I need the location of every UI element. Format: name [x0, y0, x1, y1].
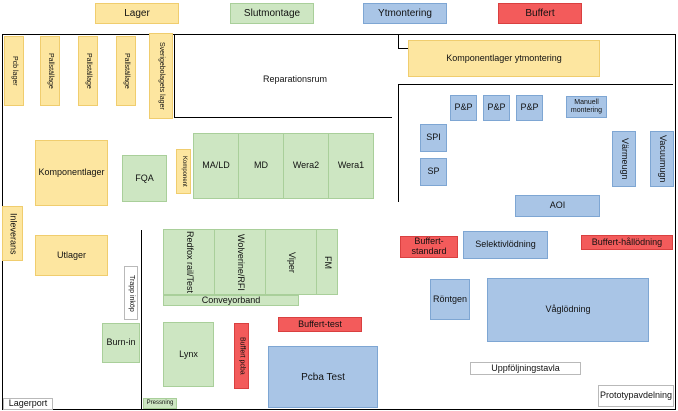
buffert-pcba: Buffert pcba [234, 323, 249, 389]
wall-test-left [141, 230, 142, 410]
komponentlager-ytmontering: Komponentlager ytmontering [408, 40, 600, 77]
pcb-lager: Pcb lager [4, 36, 24, 106]
wolverine-rfi: Wolverine/RFI [214, 229, 266, 295]
pressning: Pressning [143, 398, 177, 409]
wall-repair-bottom [174, 117, 392, 118]
wall-storage-right [174, 34, 175, 118]
ma-ld: MA/LD [193, 133, 239, 199]
utlager: Utlager [35, 235, 108, 276]
komponentlager: Komponentlager [35, 140, 108, 206]
md: MD [238, 133, 284, 199]
legend-ytmontering: Ytmontering [363, 3, 447, 24]
wall-smt-left [398, 84, 399, 202]
inleverans: Inleverans [2, 206, 23, 261]
wall-bottom [2, 409, 676, 410]
viper: Viper [265, 229, 317, 295]
selektivlodning: Selektivlödning [463, 231, 548, 259]
vacuumugn: Vacuumugn [650, 131, 674, 187]
trapp-inkop: Trapp inköp [124, 266, 138, 320]
varmeugn: Värmeugn [612, 131, 636, 187]
wall-repair-door-stub [398, 48, 410, 49]
wall-repair-door-top [398, 34, 399, 48]
spi: SPI [420, 124, 447, 152]
wera2: Wera2 [283, 133, 329, 199]
prototypavdelning: Prototypavdelning [598, 385, 674, 407]
pallstallage-3: Pallställage [116, 36, 136, 106]
lagerport: Lagerport [3, 398, 53, 410]
fm: FM [316, 229, 338, 295]
legend-buffert: Buffert [498, 3, 582, 24]
wall-smt-top [398, 84, 673, 85]
buffert-test: Buffert-test [278, 317, 362, 332]
pick-and-place-3: P&P [516, 95, 543, 121]
redfox-rail-test: Redfox rail/Test [163, 229, 215, 295]
rontgen: Röntgen [430, 279, 470, 320]
buffert-hallodning: Buffert-hållödning [581, 235, 673, 250]
wall-top [2, 34, 676, 35]
wall-right [675, 34, 676, 410]
komponent: Komponent [176, 149, 191, 194]
aoi: AOI [515, 195, 600, 217]
pcba-test: Pcba Test [268, 346, 378, 408]
buffert-standard: Buffert-standard [400, 236, 458, 258]
wera1: Wera1 [328, 133, 374, 199]
pallstallage-2: Pallställage [78, 36, 98, 106]
legend-lager: Lager [95, 3, 179, 24]
manuell-montering: Manuell montering [566, 96, 607, 118]
sverigebolagets-lager: Sverigebolagets lager [149, 33, 173, 119]
lynx: Lynx [163, 322, 214, 387]
pallstallage-1: Pallställage [40, 36, 60, 106]
reparationsrum-label: Reparationsrum [262, 74, 328, 85]
pick-and-place-2: P&P [483, 95, 510, 121]
legend-slutmontage: Slutmontage [230, 3, 314, 24]
burn-in: Burn-in [102, 323, 140, 363]
uppfoljningstavla: Uppföljningstavla [470, 362, 581, 375]
conveyorband: Conveyorband [163, 295, 299, 306]
sp: SP [420, 158, 447, 186]
vaglodning: Våglödning [487, 278, 649, 342]
pick-and-place-1: P&P [450, 95, 477, 121]
fqa: FQA [122, 155, 167, 202]
